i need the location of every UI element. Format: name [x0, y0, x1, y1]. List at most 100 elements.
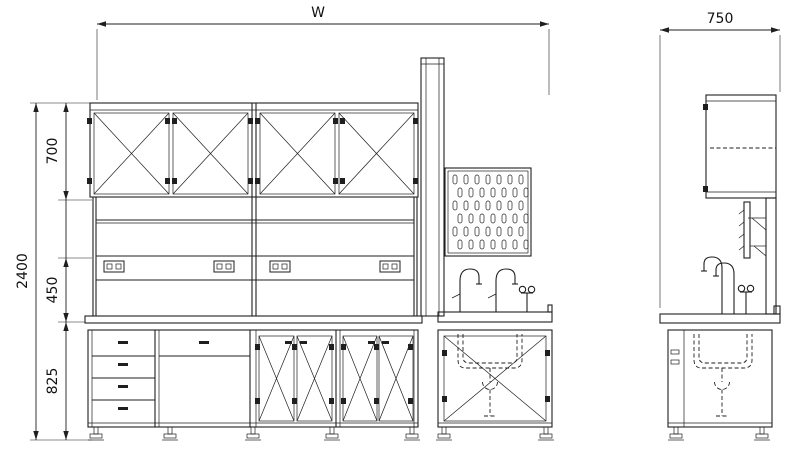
door-handle — [382, 341, 389, 344]
hinges — [87, 104, 708, 404]
peg — [523, 239, 529, 250]
peg — [512, 239, 518, 250]
peg — [490, 187, 496, 198]
peg — [496, 226, 502, 237]
eyewash-cup — [518, 285, 527, 294]
hinge — [165, 118, 170, 124]
foot — [87, 426, 105, 441]
hinge — [374, 398, 379, 404]
foot — [537, 426, 555, 441]
eyewash-cup — [527, 285, 536, 294]
door-cabinet-1 — [258, 335, 333, 422]
dim-label-depth: 750 — [707, 11, 734, 27]
eyewash-cup — [737, 284, 746, 293]
peg — [468, 213, 474, 224]
side-elevation — [659, 94, 781, 428]
outlet — [379, 260, 401, 273]
sink-counter — [437, 304, 553, 323]
side-worktop — [659, 305, 781, 324]
adjustable-feet — [87, 426, 771, 441]
hinge — [255, 118, 260, 124]
peg — [468, 239, 474, 250]
hinge — [292, 398, 297, 404]
peg — [501, 187, 507, 198]
splashback-panel — [96, 255, 414, 281]
peg — [496, 200, 502, 211]
sink-bowl-hidden — [457, 334, 523, 417]
peg — [479, 213, 485, 224]
eyewash-cup — [746, 284, 755, 293]
hinge — [545, 396, 550, 402]
peg — [507, 174, 513, 185]
hinge — [248, 118, 253, 124]
outlet — [103, 260, 125, 273]
hinge — [292, 344, 297, 350]
wall-cabinet-units — [89, 102, 419, 198]
hinge — [442, 396, 447, 402]
peg — [457, 213, 463, 224]
peg — [512, 187, 518, 198]
foot — [403, 426, 421, 441]
hinge — [340, 178, 345, 184]
peg — [474, 226, 480, 237]
peg — [474, 200, 480, 211]
worktop — [84, 315, 423, 324]
apron-drawer-bay — [159, 341, 250, 357]
peg — [518, 174, 524, 185]
front-elevation — [84, 57, 771, 441]
peg — [512, 213, 518, 224]
hinge — [333, 178, 338, 184]
vent-slot — [670, 359, 680, 365]
hinge — [87, 178, 92, 184]
foot — [323, 426, 341, 441]
peg — [485, 226, 491, 237]
drawer-handle — [118, 407, 128, 410]
peg — [507, 200, 513, 211]
hinge — [172, 118, 177, 124]
pegboard — [444, 167, 532, 257]
foot — [161, 426, 179, 441]
peg — [496, 174, 502, 185]
hinge — [248, 178, 253, 184]
hinge — [329, 344, 334, 350]
drain-trap-hidden — [714, 381, 730, 390]
dim-label-splashback-height: 450 — [45, 277, 61, 304]
drawer-unit — [92, 341, 155, 410]
peg — [501, 239, 507, 250]
peg — [463, 226, 469, 237]
peg — [468, 187, 474, 198]
peg — [518, 226, 524, 237]
hinge — [172, 178, 177, 184]
side-wall-cabinet — [705, 94, 777, 199]
foot — [244, 426, 262, 441]
peg — [523, 213, 529, 224]
peg — [490, 239, 496, 250]
hinge — [87, 118, 92, 124]
door-handle — [368, 341, 375, 344]
faucets-side — [701, 256, 755, 314]
base-cabinets — [87, 329, 419, 428]
peg — [474, 174, 480, 185]
drawer-handle — [199, 341, 209, 344]
drawer-handle — [118, 341, 128, 344]
hinge — [255, 178, 260, 184]
peg — [457, 187, 463, 198]
foot — [753, 426, 771, 441]
dim-label-width: W — [311, 5, 325, 21]
hinge — [408, 398, 413, 404]
peg — [479, 239, 485, 250]
peg — [490, 213, 496, 224]
hinge — [408, 344, 413, 350]
peg — [518, 200, 524, 211]
foot — [435, 426, 453, 441]
hinge — [165, 178, 170, 184]
dimension-lines — [30, 21, 781, 441]
side-back-panel — [748, 197, 777, 315]
side-pegboard — [738, 201, 751, 259]
pegboard-pegs — [452, 174, 529, 250]
hinge — [255, 344, 260, 350]
sink-cabinet — [437, 329, 553, 428]
hinge — [545, 350, 550, 356]
peg — [463, 174, 469, 185]
hinge — [340, 118, 345, 124]
